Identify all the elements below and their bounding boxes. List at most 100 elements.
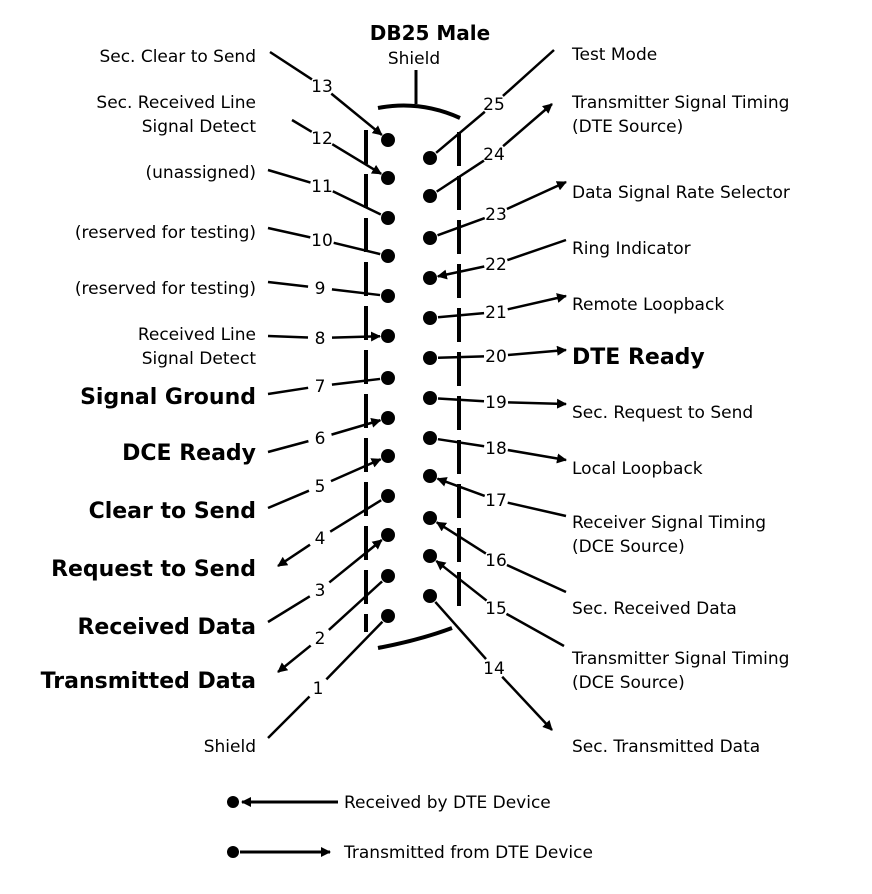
pin-8-number: 8 <box>315 329 326 349</box>
pin-23-contact <box>423 231 437 245</box>
pin-6-number: 6 <box>315 429 326 449</box>
pin-25-number: 25 <box>483 95 505 115</box>
pin-20-number: 20 <box>485 347 507 367</box>
pin-19-inner-lead <box>437 397 485 403</box>
pin-19-number: 19 <box>485 393 507 413</box>
pin-5-inner-lead <box>330 458 382 483</box>
legend-transmitted-dot <box>227 846 239 858</box>
pin-6-outer-lead <box>267 439 309 454</box>
pin-19-label: Sec. Request to Send <box>572 403 753 423</box>
pin-12-label-line-1: Sec. Received Line <box>96 93 256 113</box>
pin-9-contact <box>381 289 395 303</box>
pin-2-outer-lead <box>277 644 312 673</box>
pin-2-number: 2 <box>315 629 326 649</box>
pin-4-inner-lead <box>329 499 382 533</box>
pin-6-contact <box>381 411 395 425</box>
pin-20-label: DTE Ready <box>572 345 705 370</box>
pin-3-inner-lead <box>328 539 383 584</box>
pin-11-number: 11 <box>311 177 333 197</box>
pin-17-label-line-2: (DCE Source) <box>572 537 685 557</box>
pin-8-outer-lead <box>267 334 309 339</box>
pin-13-inner-lead <box>330 92 383 136</box>
pin-3-contact <box>381 528 395 542</box>
pin-9-inner-lead <box>331 288 381 297</box>
pin-23-inner-lead <box>437 216 486 237</box>
pin-15-inner-lead <box>435 559 488 602</box>
pin-1-outer-lead <box>267 695 311 739</box>
pin-5-outer-lead <box>267 489 310 510</box>
pin-3-outer-lead <box>267 595 311 624</box>
connector-bottom-edge <box>377 626 453 650</box>
pin-18-number: 18 <box>485 439 507 459</box>
pin-24-inner-lead <box>436 159 485 193</box>
pin-10-inner-lead <box>333 241 381 256</box>
pin-21-inner-lead <box>437 311 485 319</box>
pin-16-contact <box>423 511 437 525</box>
pin-11-inner-lead <box>332 190 382 216</box>
pin-4-outer-lead <box>277 543 311 568</box>
pin-21-number: 21 <box>485 303 507 323</box>
pin-1-contact <box>381 609 395 623</box>
pin-4-label: Request to Send <box>51 557 256 582</box>
connector-top-edge <box>377 103 461 120</box>
legend-received-label: Received by DTE Device <box>344 793 551 813</box>
pin-4-contact <box>381 489 395 503</box>
pin-6-inner-lead <box>331 417 382 436</box>
pin-21-contact <box>423 311 437 325</box>
pin-12-inner-lead <box>331 143 383 175</box>
pin-17-label-line-1: Receiver Signal Timing <box>572 513 766 533</box>
shield-caption: Shield <box>388 49 440 69</box>
pin-24-label-line-1: Transmitter Signal Timing <box>571 93 789 113</box>
pin-16-number: 16 <box>485 551 507 571</box>
pin-20-contact <box>423 351 437 365</box>
pin-10-contact <box>381 249 395 263</box>
pin-15-label-line-1: Transmitter Signal Timing <box>571 649 789 669</box>
pin-17-contact <box>423 469 437 483</box>
pin-22-contact <box>423 271 437 285</box>
pin-7-inner-lead <box>331 377 381 386</box>
pin-7-label: Signal Ground <box>80 385 256 410</box>
pin-6-label: DCE Ready <box>122 441 256 466</box>
pin-24-outer-lead <box>502 103 553 148</box>
pin-21-label: Remote Loopback <box>572 295 724 315</box>
pin-23-label: Data Signal Rate Selector <box>572 183 790 203</box>
pin-13-outer-lead <box>269 50 313 81</box>
pin-17-number: 17 <box>485 491 507 511</box>
pin-12-number: 12 <box>311 129 333 149</box>
pin-1-label: Shield <box>204 737 256 757</box>
pin-15-label-line-2: (DCE Source) <box>572 673 685 693</box>
pin-8-label-line-1: Received Line <box>138 325 256 345</box>
pin-22-number: 22 <box>485 255 507 275</box>
pin-19-outer-lead <box>507 398 567 409</box>
pin-18-label: Local Loopback <box>572 459 703 479</box>
pin-7-number: 7 <box>315 377 326 397</box>
pin-22-label: Ring Indicator <box>572 239 691 259</box>
pin-18-outer-lead <box>507 448 567 464</box>
pin-9-number: 9 <box>315 279 326 299</box>
pin-21-outer-lead <box>507 293 567 311</box>
pin-1-inner-lead <box>325 620 384 681</box>
legend-transmitted-label: Transmitted from DTE Device <box>343 843 593 863</box>
pin-12-outer-lead <box>291 118 313 133</box>
pin-16-inner-lead <box>435 521 487 555</box>
pin-3-number: 3 <box>315 581 326 601</box>
pin-15-contact <box>423 549 437 563</box>
pin-15-outer-lead <box>505 612 565 648</box>
pin-5-label: Clear to Send <box>89 499 256 524</box>
pin-14-outer-lead <box>501 675 553 731</box>
pin-23-outer-lead <box>506 180 567 211</box>
pin-24-label-line-2: (DTE Source) <box>572 117 683 137</box>
pin-1-number: 1 <box>313 679 324 699</box>
pin-8-inner-lead <box>331 331 382 342</box>
pin-5-contact <box>381 449 395 463</box>
pin-22-inner-lead <box>436 265 485 280</box>
pin-10-number: 10 <box>311 231 333 251</box>
pin-11-label: (unassigned) <box>146 163 256 183</box>
pin-10-label: (reserved for testing) <box>75 223 256 243</box>
connector-shell <box>364 70 461 650</box>
pin-16-label: Sec. Received Data <box>572 599 737 619</box>
pin-25-label: Test Mode <box>571 45 657 65</box>
pin-4-number: 4 <box>315 529 326 549</box>
